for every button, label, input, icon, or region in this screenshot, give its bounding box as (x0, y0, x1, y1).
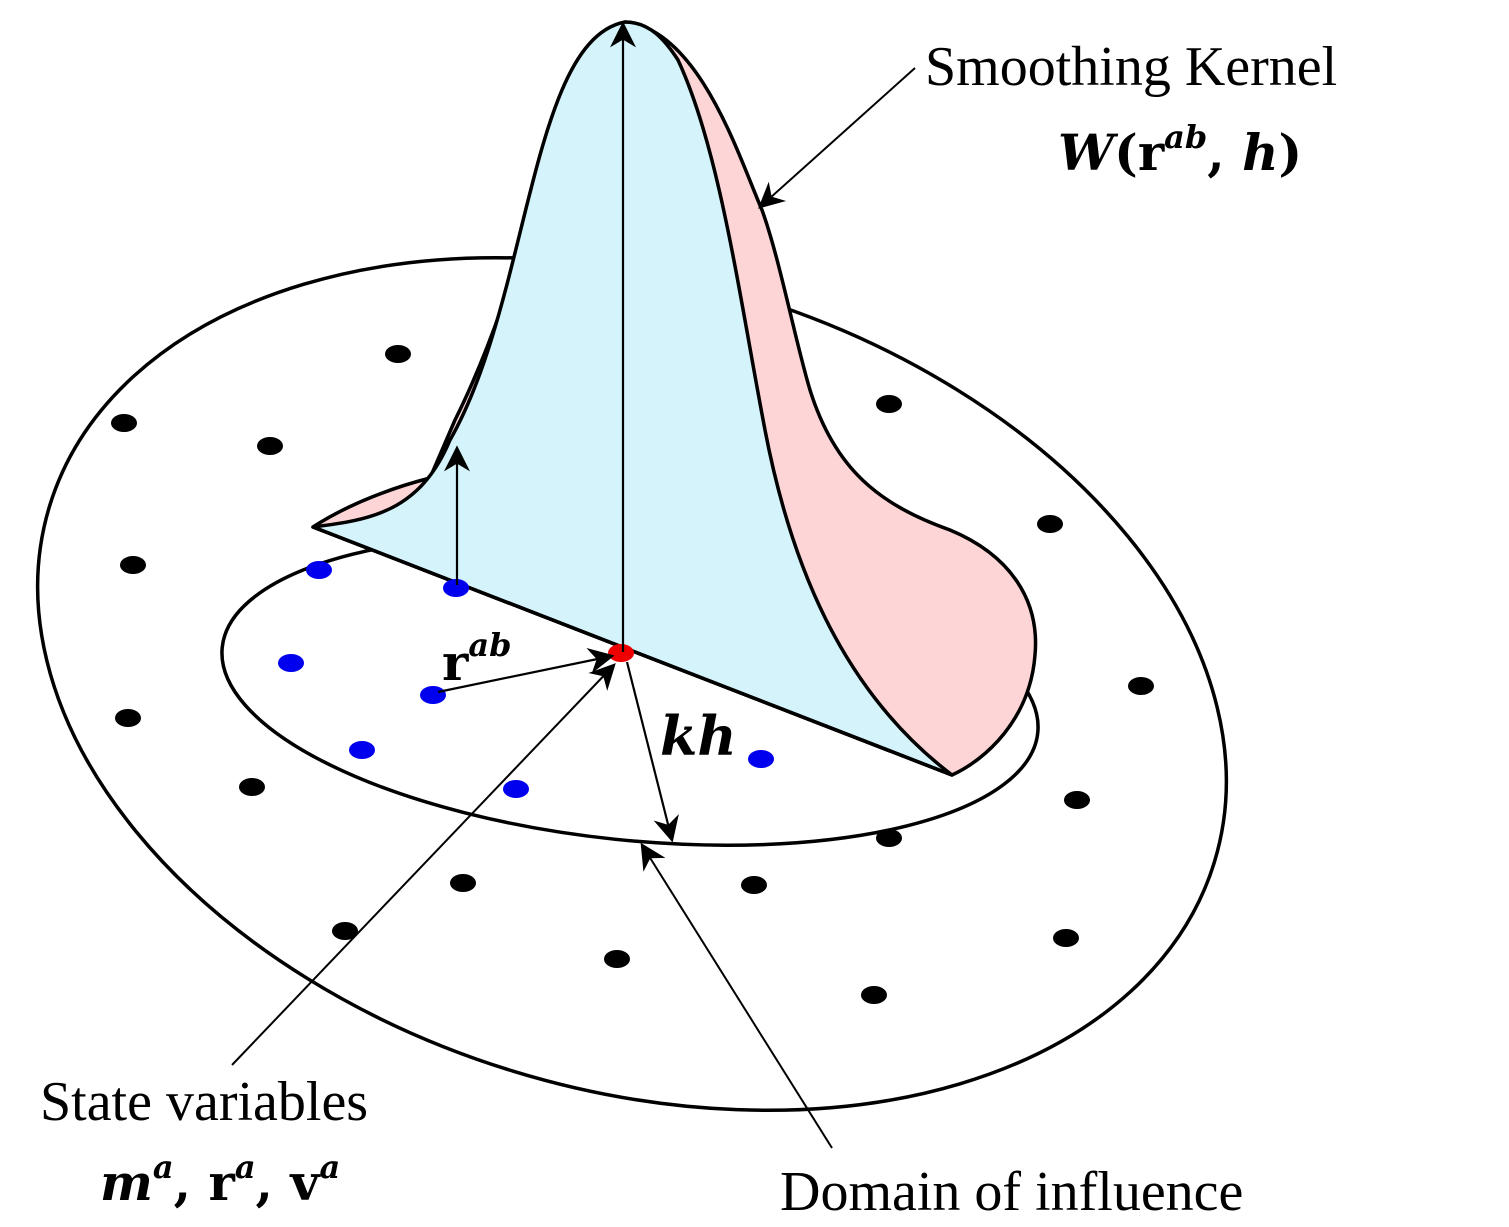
outer-particle (741, 876, 767, 894)
state-variables-leader-line (231, 663, 616, 1066)
outer-particle (876, 395, 902, 413)
kernel-formula-r-sup: ab (1164, 118, 1207, 156)
outer-particle (239, 778, 265, 796)
state-c2: , (256, 1153, 291, 1212)
domain-of-influence-title: Domain of influence (780, 1161, 1243, 1223)
state-m-sup: a (153, 1148, 174, 1186)
kernel-formula-close: ) (1278, 123, 1302, 182)
kernel-formula-r: r (1138, 123, 1165, 182)
kernel-leader-line (758, 67, 916, 209)
inner-particle (349, 741, 375, 759)
state-r: r (208, 1153, 235, 1212)
outer-particle (876, 829, 902, 847)
outer-particle (1037, 515, 1063, 533)
kh-label: kh (660, 704, 737, 768)
rab-label-r: r (442, 633, 469, 692)
kernel-formula-w: W (1058, 123, 1119, 182)
outer-particle (604, 950, 630, 968)
outer-particle (861, 986, 887, 1004)
state-variables-formula: ma, ra, va (100, 1148, 340, 1212)
outer-particle (450, 874, 476, 892)
state-v-sup: a (319, 1148, 340, 1186)
kernel-formula-open: ( (1114, 123, 1138, 182)
kernel-formula-h: h (1242, 123, 1278, 182)
outer-particles (111, 345, 1154, 1004)
rab-label-sup: ab (468, 626, 511, 664)
inner-particle (503, 780, 529, 798)
kernel-front-surface (311, 20, 954, 777)
state-v: v (289, 1153, 321, 1212)
state-r-sup: a (235, 1148, 256, 1186)
state-m: m (100, 1153, 153, 1212)
state-c1: , (174, 1153, 209, 1212)
rab-label: rab (442, 626, 511, 692)
kernel-title: Smoothing Kernel (925, 36, 1337, 98)
inner-particle (278, 654, 304, 672)
center-particle-dot (608, 644, 634, 662)
rab-vector-arrow (437, 648, 615, 694)
outer-particle (111, 414, 137, 432)
outer-particle (332, 922, 358, 940)
inner-particles (278, 561, 774, 798)
domain-leader-line (640, 842, 833, 1149)
inner-particle (443, 579, 469, 597)
state-variables-title: State variables (40, 1071, 368, 1133)
inner-particle (420, 686, 446, 704)
outer-particle (120, 556, 146, 574)
outer-particle (257, 437, 283, 455)
kernel-formula-comma: , (1207, 123, 1242, 182)
center-particle (608, 644, 634, 662)
outer-particle (1128, 677, 1154, 695)
inner-particle (306, 561, 332, 579)
kh-radius-arrow (625, 661, 679, 843)
outer-particle (1053, 929, 1079, 947)
inner-particle (748, 750, 774, 768)
outer-particle (1064, 791, 1090, 809)
kernel-formula: W(rab, h) (1058, 118, 1302, 182)
outer-particle (115, 709, 141, 727)
outer-particle (385, 345, 411, 363)
